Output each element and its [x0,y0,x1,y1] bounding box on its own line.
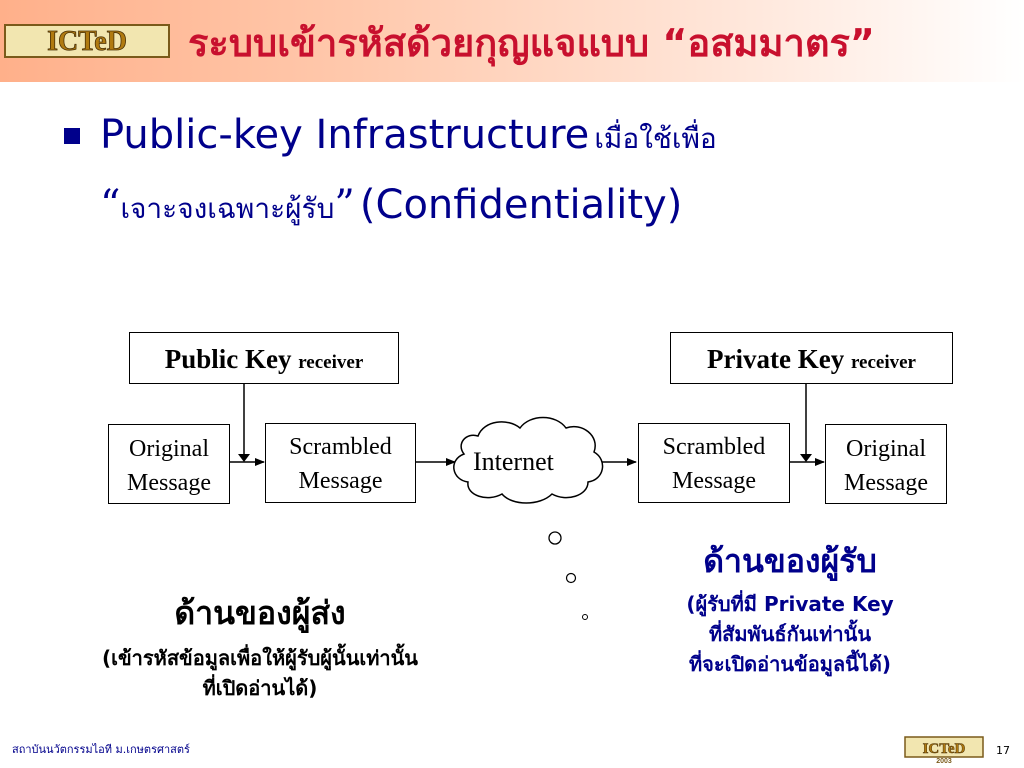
svg-text:ICTeD: ICTeD [47,26,127,57]
thought-bubble-medium [565,572,577,584]
private-key-subscript: receiver [850,352,916,373]
internet-cloud [453,416,604,504]
heading-purpose-th: เมื่อใช้เพื่อ [594,122,717,155]
box-line: Message [844,470,928,496]
box-line: Message [672,468,756,494]
page-number: 17 [996,744,1010,757]
public-key-box: Public Key receiver [129,332,399,384]
box-line: Original [846,436,926,462]
box-line: Original [129,436,209,462]
heading-recipient-th: เจาะจงเฉพาะผู้รับ [120,192,335,225]
open-quote: “ [100,182,121,228]
original-message-sender-box: Original Message [108,424,230,504]
note-line: (เข้ารหัสข้อมูลเพื่อให้ผู้รับผู้นั้นเท่า… [102,646,418,670]
icted-logo: ICTeD [4,24,170,58]
title-band [0,0,1024,82]
bullet-square [64,128,80,144]
note-line: ที่สัมพันธ์กันเท่านั้น [708,622,871,646]
scrambled-message-receiver-box: Scrambled Message [638,423,790,503]
close-quote: ” [334,182,355,228]
svg-text:2003: 2003 [936,758,952,764]
thought-bubble-large [548,531,562,545]
public-key-label: Public Key [164,344,292,374]
thought-bubble-small [582,614,588,620]
scrambled-message-sender-box: Scrambled Message [265,423,416,503]
note-line: ที่เปิดอ่านได้) [202,676,318,700]
box-line: Scrambled [289,434,392,460]
internet-label: Internet [473,447,554,476]
svg-text:ICTeD: ICTeD [923,741,966,757]
box-line: Message [298,468,383,494]
receiver-side-note: (ผู้รับที่มี Private Key ที่สัมพันธ์กันเ… [600,589,980,679]
receiver-side-caption: ด้านของผู้รับ (ผู้รับที่มี Private Key ท… [600,536,980,679]
private-key-box: Private Key receiver [670,332,953,384]
bullet-heading: Public-key Infrastructure เมื่อใช้เพื่อ … [100,104,1000,244]
junction-markers [238,454,812,462]
public-key-subscript: receiver [298,352,364,373]
footer-icted-logo: ICTeD 2003 [904,736,984,764]
slide-title: ระบบเข้ารหัสด้วยกุญแจแบบ “อสมมาตร” [188,21,875,65]
box-line: Message [127,470,211,496]
sender-side-note: (เข้ารหัสข้อมูลเพื่อให้ผู้รับผู้นั้นเท่า… [10,643,510,703]
heading-confidentiality: (Confidentiality) [359,182,683,228]
receiver-side-title: ด้านของผู้รับ [703,542,877,580]
footer-institute: สถาบันนวัตกรรมไอที ม.เกษตรศาสตร์ [12,743,190,756]
note-line: ที่จะเปิดอ่านข้อมูลนี้ได้) [688,652,892,676]
original-message-receiver-box: Original Message [825,424,947,504]
box-line: Scrambled [662,434,766,460]
heading-pki: Public-key Infrastructure [100,112,590,158]
note-line: (ผู้รับที่มี Private Key [686,592,894,616]
sender-side-caption: ด้านของผู้ส่ง (เข้ารหัสข้อมูลเพื่อให้ผู้… [10,588,510,703]
private-key-label: Private Key [707,344,845,374]
sender-side-title: ด้านของผู้ส่ง [174,594,346,632]
